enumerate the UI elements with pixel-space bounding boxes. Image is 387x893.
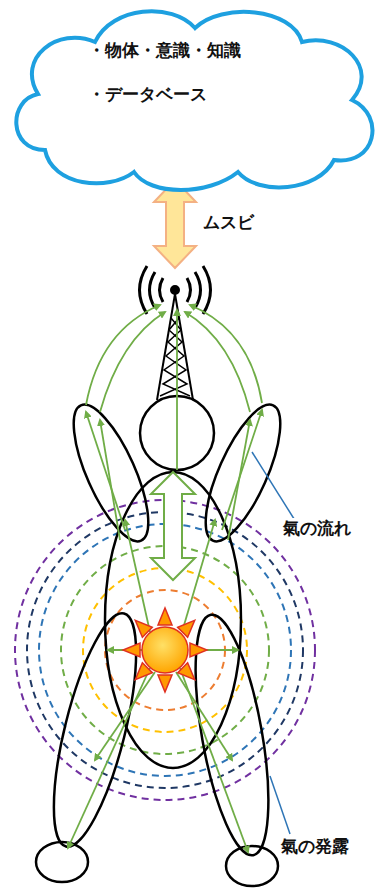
leader-lines	[252, 452, 296, 834]
annotation-label: ムスビ	[202, 212, 255, 232]
antenna-tower	[140, 266, 211, 400]
musubi-arrow	[154, 180, 196, 268]
cloud-text: ・物体・意識・知識	[88, 40, 241, 60]
cloud-text: ・データベース	[88, 84, 207, 104]
annotation-label: 氣の流れ	[282, 518, 352, 538]
cloud-node: ・物体・意識・知識・データベース	[0, 0, 387, 200]
hollow-double-arrow	[151, 472, 195, 580]
sun-symbol	[123, 608, 207, 692]
human-figure	[36, 396, 295, 886]
annotation-label: 氣の発露	[280, 836, 350, 856]
ki-flow-arrows	[68, 305, 262, 852]
